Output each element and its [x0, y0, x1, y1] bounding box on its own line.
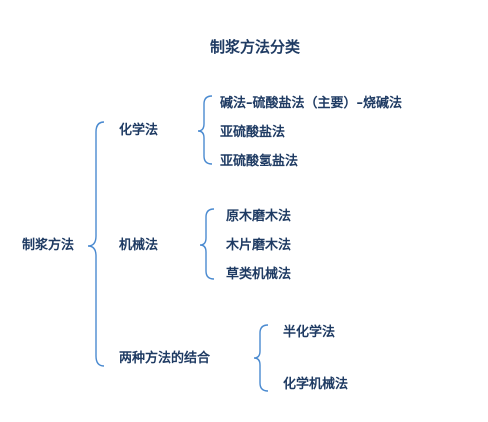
branch-brace-chemical — [197, 95, 213, 165]
leaf-node: 亚硫酸盐法 — [220, 125, 286, 140]
diagram-title: 制浆方法分类 — [210, 38, 301, 56]
branch-brace-combination — [253, 324, 269, 392]
leaf-node: 化学机械法 — [283, 377, 349, 392]
leaf-node: 木片磨木法 — [226, 238, 292, 253]
leaf-node: 碱法–硫酸盐法（主要）–烧碱法 — [220, 96, 403, 111]
branch-node-chemical: 化学法 — [119, 123, 159, 138]
branch-brace-mechanical — [199, 208, 215, 280]
root-brace — [87, 121, 105, 367]
leaf-node: 原木磨木法 — [226, 209, 292, 224]
branch-node-mechanical: 机械法 — [119, 238, 159, 253]
branch-node-combination: 两种方法的结合 — [119, 351, 211, 366]
leaf-node: 半化学法 — [283, 325, 336, 340]
leaf-node: 亚硫酸氢盐法 — [220, 154, 299, 169]
leaf-node: 草类机械法 — [226, 267, 292, 282]
root-node: 制浆方法 — [22, 238, 75, 253]
